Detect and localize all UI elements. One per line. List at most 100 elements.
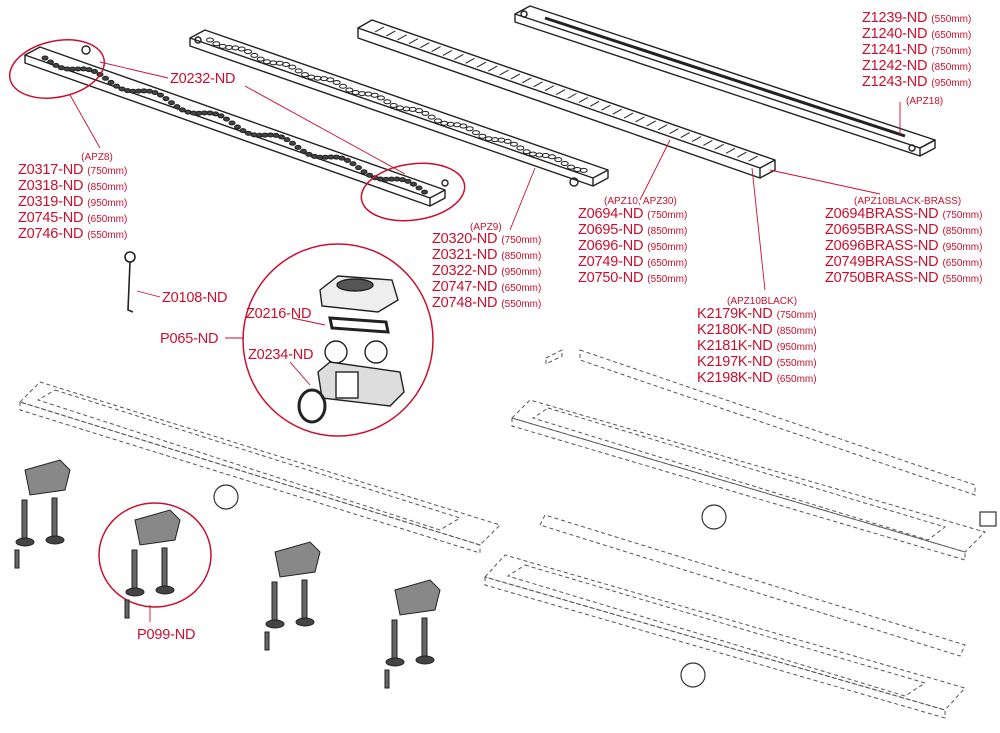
part-size: (950mm) [776,342,817,353]
group-apz10brass: (APZ10BLACK-BRASS) [854,196,962,207]
part-code: Z0749BRASS-ND [825,254,939,270]
group-apz10: (APZ10, APZ30) [604,196,677,207]
hook-drawing [124,251,136,313]
part-row: K2198K-ND(650mm) [697,370,817,386]
part-size: (850mm) [501,251,542,262]
part-size: (850mm) [942,226,983,237]
part-size: (850mm) [931,62,972,73]
siphon-drawing [297,275,405,424]
outlets [213,484,997,688]
group-apz9: (APZ9) [470,222,502,233]
part-size: (650mm) [776,374,817,385]
part-size: (650mm) [87,214,128,225]
part-row: Z1240-ND(650mm) [862,26,971,42]
part-row: K2179K-ND(750mm) [697,306,817,322]
list-apz9: Z0320-ND(750mm)Z0321-ND(850mm)Z0322-ND(9… [432,231,541,311]
feet-drawing [14,459,441,689]
part-size: (750mm) [942,210,983,221]
part-code: Z0321-ND [432,247,498,263]
part-size: (750mm) [776,310,817,321]
part-size: (850mm) [776,326,817,337]
part-code: Z0747-ND [432,279,498,295]
part-row: Z0748-ND(550mm) [432,295,541,311]
group-apz10black: (APZ10BLACK) [727,296,798,307]
part-size: (950mm) [942,242,983,253]
part-row: K2197K-ND(550mm) [697,354,817,370]
part-size: (650mm) [647,258,688,269]
list-apz10black: K2179K-ND(750mm)K2180K-ND(850mm)K2181K-N… [697,306,817,386]
part-row: Z0749-ND(650mm) [578,254,687,270]
part-row: Z0318-ND(850mm) [18,178,127,194]
part-code: Z0322-ND [432,263,498,279]
part-size: (550mm) [647,274,688,285]
part-code: Z1239-ND [862,10,928,26]
part-size: (750mm) [87,166,128,177]
part-code: K2197K-ND [697,354,773,370]
part-code: Z0695-ND [578,222,644,238]
part-code: Z0319-ND [18,194,84,210]
part-size: (550mm) [87,230,128,241]
part-row: Z0695BRASS-ND(850mm) [825,222,982,238]
part-code: Z0694BRASS-ND [825,206,939,222]
part-size: (550mm) [931,14,972,25]
part-row: Z0746-ND(550mm) [18,226,127,242]
list-apz18: Z1239-ND(550mm)Z1240-ND(650mm)Z1241-ND(7… [862,10,971,90]
grate-apz10-drawing [357,19,776,179]
part-code: Z1243-ND [862,74,928,90]
part-code: Z0696-ND [578,238,644,254]
part-code: Z0696BRASS-ND [825,238,939,254]
part-code: Z0318-ND [18,178,84,194]
label-z0234: Z0234-ND [248,347,314,363]
part-code: Z0749-ND [578,254,644,270]
part-code: Z1242-ND [862,58,928,74]
part-code: K2181K-ND [697,338,773,354]
label-z0216: Z0216-ND [246,306,312,322]
part-row: Z0694-ND(750mm) [578,206,687,222]
part-row: Z1241-ND(750mm) [862,42,971,58]
part-row: Z0322-ND(950mm) [432,263,541,279]
part-size: (750mm) [931,46,972,57]
label-z0108: Z0108-ND [162,290,228,306]
part-row: Z0750BRASS-ND(550mm) [825,270,982,286]
part-row: Z0745-ND(650mm) [18,210,127,226]
part-row: Z0319-ND(950mm) [18,194,127,210]
part-size: (950mm) [931,78,972,89]
list-apz8: Z0317-ND(750mm)Z0318-ND(850mm)Z0319-ND(9… [18,162,127,242]
part-code: Z0320-ND [432,231,498,247]
part-size: (550mm) [501,299,542,310]
part-code: K2180K-ND [697,322,773,338]
part-code: Z0317-ND [18,162,84,178]
part-code: Z0694-ND [578,206,644,222]
part-size: (950mm) [87,198,128,209]
part-code: Z1240-ND [862,26,928,42]
part-row: Z0749BRASS-ND(650mm) [825,254,982,270]
part-row: Z0321-ND(850mm) [432,247,541,263]
part-row: Z0696BRASS-ND(950mm) [825,238,982,254]
part-row: Z0320-ND(750mm) [432,231,541,247]
part-size: (850mm) [647,226,688,237]
part-size: (950mm) [647,242,688,253]
part-row: Z1239-ND(550mm) [862,10,971,26]
label-p065: P065-ND [160,331,219,347]
part-size: (650mm) [501,283,542,294]
part-size: (550mm) [776,358,817,369]
grate-apz9-drawing [189,29,609,187]
part-row: K2180K-ND(850mm) [697,322,817,338]
part-code: Z0750-ND [578,270,644,286]
part-row: Z0317-ND(750mm) [18,162,127,178]
label-z0232: Z0232-ND [170,71,236,87]
part-size: (750mm) [647,210,688,221]
grate-apz8-drawing [24,45,449,207]
group-apz18: (APZ18) [906,96,944,107]
part-code: K2198K-ND [697,370,773,386]
part-code: Z0695BRASS-ND [825,222,939,238]
part-size: (850mm) [87,182,128,193]
part-size: (650mm) [931,30,972,41]
part-code: Z0748-ND [432,295,498,311]
part-row: Z1242-ND(850mm) [862,58,971,74]
part-size: (550mm) [942,274,983,285]
list-apz10: Z0694-ND(750mm)Z0695-ND(850mm)Z0696-ND(9… [578,206,687,286]
list-apz10brass: Z0694BRASS-ND(750mm)Z0695BRASS-ND(850mm)… [825,206,982,286]
part-code: Z0750BRASS-ND [825,270,939,286]
